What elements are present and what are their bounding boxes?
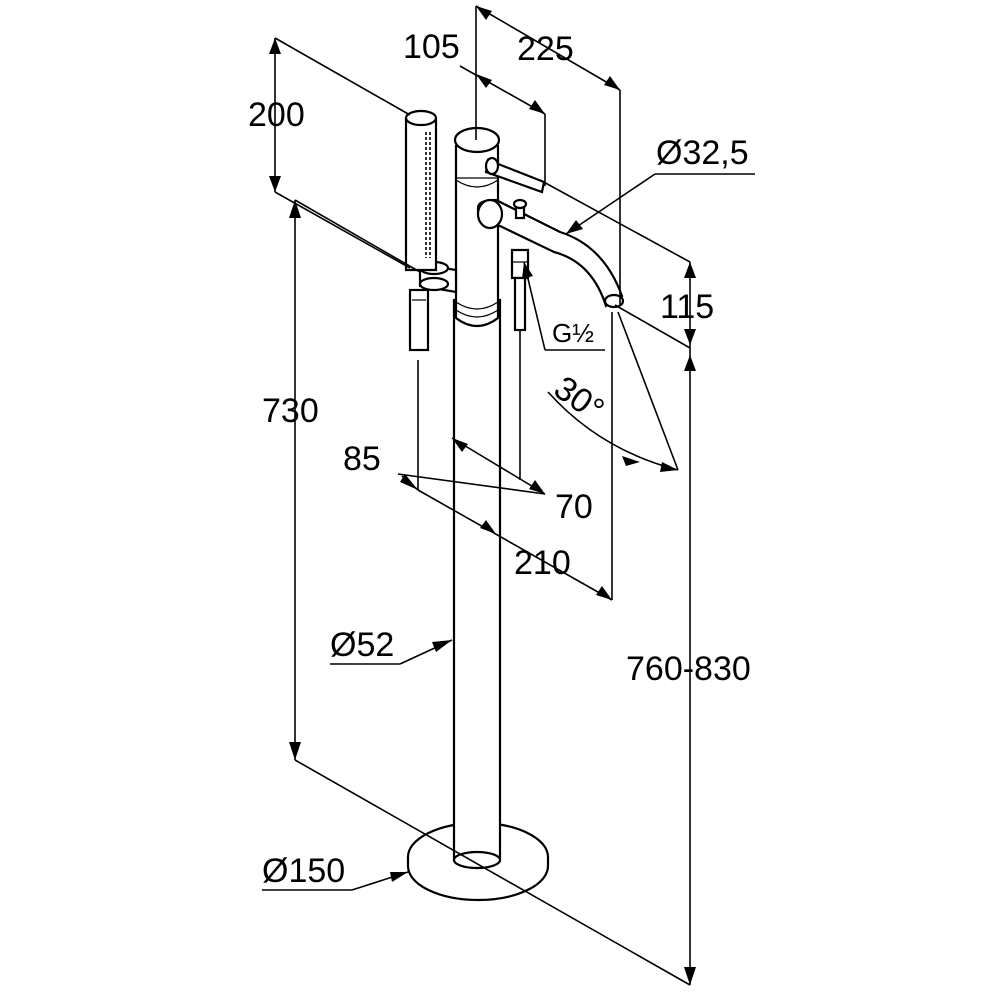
dim-730-label: 730 <box>262 392 319 430</box>
dim-115-label: 115 <box>660 288 714 326</box>
dim-105-label: 105 <box>403 28 460 66</box>
dim-base-diameter-label: Ø150 <box>262 852 345 890</box>
dim-200-label: 200 <box>248 96 305 134</box>
dim-85-label: 85 <box>343 440 381 478</box>
spout <box>476 198 625 309</box>
dim-spout-diameter-label: Ø32,5 <box>656 134 749 172</box>
mixer-body <box>453 126 501 328</box>
lever-handle <box>484 156 546 194</box>
dim-225-label: 225 <box>517 30 574 68</box>
dim-height-range-label: 760-830 <box>626 650 751 688</box>
main-column <box>452 298 502 870</box>
hose-connector <box>510 248 530 332</box>
dimension-lines <box>262 5 755 986</box>
dim-column-diameter-label: Ø52 <box>330 626 394 664</box>
dim-210-label: 210 <box>514 544 571 582</box>
dim-thread-label: G½ <box>552 318 594 348</box>
dim-angle-label: 30° <box>547 369 611 430</box>
dim-70-label: 70 <box>555 488 593 526</box>
hand-shower <box>404 109 438 352</box>
